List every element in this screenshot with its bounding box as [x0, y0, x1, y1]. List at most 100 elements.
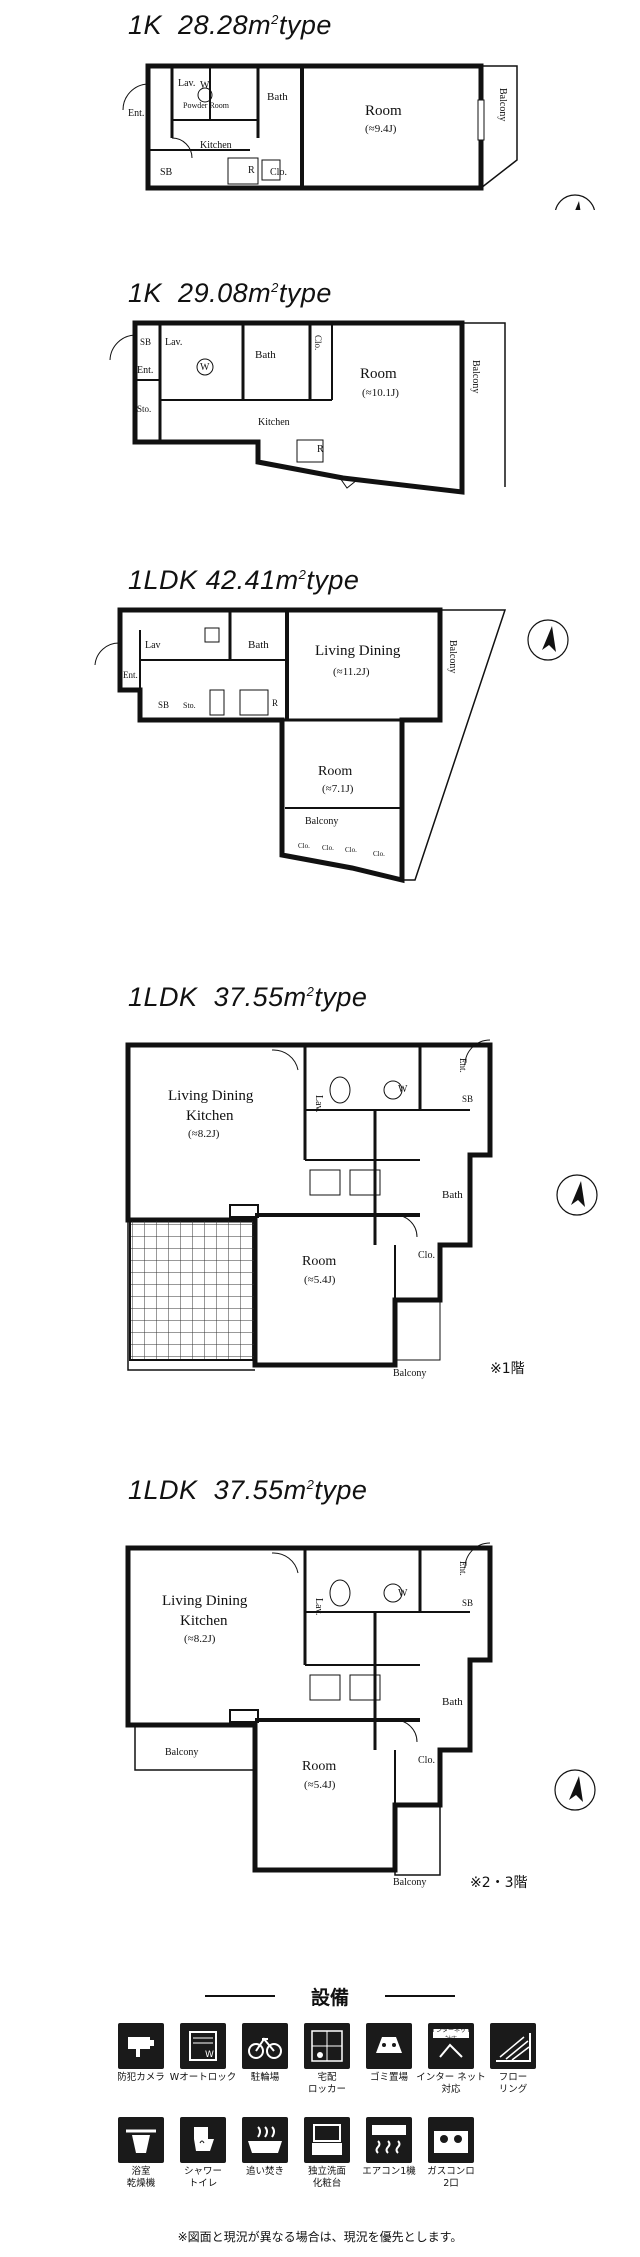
bath-label: Bath: [255, 349, 276, 361]
ent-label: Ent.: [458, 1561, 468, 1576]
equipment-label: 浴室 乾燥機: [126, 2166, 156, 2189]
r-label: R: [317, 444, 324, 455]
equipment-item: 浴室 乾燥機: [106, 2117, 176, 2190]
equipment-item: ×1 エアコン1機: [354, 2117, 424, 2178]
internet-icon: インターネット対応: [428, 2023, 474, 2069]
compass-north-icon: [554, 1769, 596, 1811]
gas-stove-icon: [428, 2117, 474, 2163]
compass-north-icon: [556, 1174, 598, 1216]
sb-label: SB: [140, 337, 151, 347]
lav-label: Lav.: [313, 1095, 324, 1112]
balcony-label: Balcony: [393, 1368, 426, 1379]
clo-label: Clo.: [418, 1250, 435, 1261]
bath-label: Bath: [442, 1189, 463, 1201]
equipment-item: ゴミ置場: [354, 2023, 424, 2084]
sb-label: SB: [462, 1598, 473, 1608]
balcony-label-2: Balcony: [447, 640, 458, 673]
bathroom-dryer-icon: [118, 2117, 164, 2163]
clo-label: Clo.: [313, 335, 323, 350]
balcony-label: Balcony: [497, 88, 508, 121]
equipment-item: 追い焚き: [230, 2117, 300, 2178]
floor-plan-1ldk-37-23f: Living Dining Kitchen (≈8.2J) Room (≈5.4…: [125, 1542, 596, 1888]
r-label: R: [272, 698, 278, 708]
security-camera-icon: [118, 2023, 164, 2069]
sb-label: SB: [160, 167, 173, 178]
room-size: (≈10.1J): [362, 387, 399, 399]
floor-plan-1ldk-37-1f: Living Dining Kitchen (≈8.2J) Room (≈5.4…: [125, 1039, 598, 1379]
footnote: ※図面と現況が異なる場合は、現況を優先とします。: [177, 2230, 463, 2244]
floor-note: ※2・3階: [470, 1875, 528, 1891]
compass-north-icon: [527, 619, 569, 661]
floor-plan-1ldk-42: Living Dining (≈11.2J) Room (≈7.1J) Bath…: [94, 607, 569, 884]
powder-room-label: Powder Room: [183, 101, 230, 110]
living-dining-label: Living Dining: [162, 1593, 248, 1609]
equipment-label: 駐輪場: [250, 2072, 280, 2083]
kitchen-label: Kitchen: [186, 1108, 234, 1124]
ld-size: (≈11.2J): [333, 666, 370, 678]
kitchen-label: Kitchen: [258, 417, 290, 428]
lav-label: Lav: [145, 640, 161, 651]
r-label: R: [248, 165, 255, 176]
equipment-heading: 設備: [205, 1983, 455, 2010]
room-size: (≈7.1J): [322, 783, 354, 795]
svg-text:W: W: [205, 2050, 214, 2060]
equipment-label: 宅配 ロッカー: [307, 2072, 346, 2095]
ent-label: Ent.: [137, 365, 153, 376]
bath-label: Bath: [248, 639, 269, 651]
equipment-label: Wオートロック: [169, 2072, 237, 2083]
vanity-icon: [304, 2117, 350, 2163]
garbage-area-icon: [366, 2023, 412, 2069]
lav-label: Lav.: [165, 337, 182, 348]
w-label: W: [398, 1084, 408, 1095]
reheating-bath-icon: [242, 2117, 288, 2163]
equipment-item: 駐輪場: [230, 2023, 300, 2084]
sto-label: Sto.: [183, 701, 196, 710]
balcony-label: Balcony: [470, 360, 481, 393]
double-autolock-icon: W: [180, 2023, 226, 2069]
room-label: Room: [365, 103, 402, 119]
sto-label: Sto.: [137, 404, 151, 414]
equipment-item: ガスコンロ 2口: [416, 2117, 486, 2190]
living-dining-label: Living Dining: [315, 643, 401, 659]
equipment-label: インター ネット 対応: [416, 2072, 486, 2095]
clo-label: Clo.: [298, 842, 310, 850]
clo-label: Clo.: [322, 844, 334, 852]
clo-label: Clo.: [373, 850, 385, 858]
sb-label: SB: [462, 1094, 473, 1104]
flooring-icon: [490, 2023, 536, 2069]
clo-label: Clo.: [270, 167, 287, 178]
room-label: Room: [360, 366, 397, 382]
ent-label: Ent.: [123, 670, 138, 680]
room-size: (≈5.4J): [304, 1274, 336, 1286]
equipment-item: 防犯カメラ: [106, 2023, 176, 2084]
equipment-label: ゴミ置場: [369, 2072, 408, 2083]
clo-label: Clo.: [345, 846, 357, 854]
plan-title: 1K 28.28m2type: [128, 10, 332, 40]
lav-label: Lav.: [313, 1598, 324, 1615]
compass-north-icon: [555, 194, 595, 210]
equipment-badge: ×1: [384, 2119, 394, 2126]
bath-label: Bath: [442, 1696, 463, 1708]
w-label: W: [200, 80, 210, 91]
equipment-label: シャワー トイレ: [183, 2166, 222, 2189]
ldk-size: (≈8.2J): [188, 1128, 220, 1140]
ent-label: Ent.: [128, 108, 144, 119]
plan-title: 1K 29.08m2type: [128, 278, 332, 308]
sb-label: SB: [158, 700, 169, 710]
equipment-item: 宅配 ロッカー: [292, 2023, 362, 2096]
room-label: Room: [302, 1759, 336, 1774]
ent-label: Ent.: [458, 1058, 468, 1073]
ldk-size: (≈8.2J): [184, 1633, 216, 1645]
equipment-item: フロー リング: [478, 2023, 548, 2096]
clo-label: Clo.: [418, 1755, 435, 1766]
w-label: W: [200, 362, 210, 373]
room-label: Room: [318, 764, 352, 779]
equipment-label: エアコン1機: [362, 2166, 416, 2177]
equipment-label: 独立洗面 化粧台: [307, 2166, 346, 2189]
plan-title: 1LDK 42.41m2type: [128, 565, 360, 595]
floor-note: ※1階: [490, 1361, 525, 1377]
lav-label: Lav.: [178, 78, 195, 89]
room-size: (≈5.4J): [304, 1779, 336, 1791]
equipment-label: 防犯カメラ: [117, 2072, 165, 2083]
balcony-label: Balcony: [305, 816, 338, 827]
